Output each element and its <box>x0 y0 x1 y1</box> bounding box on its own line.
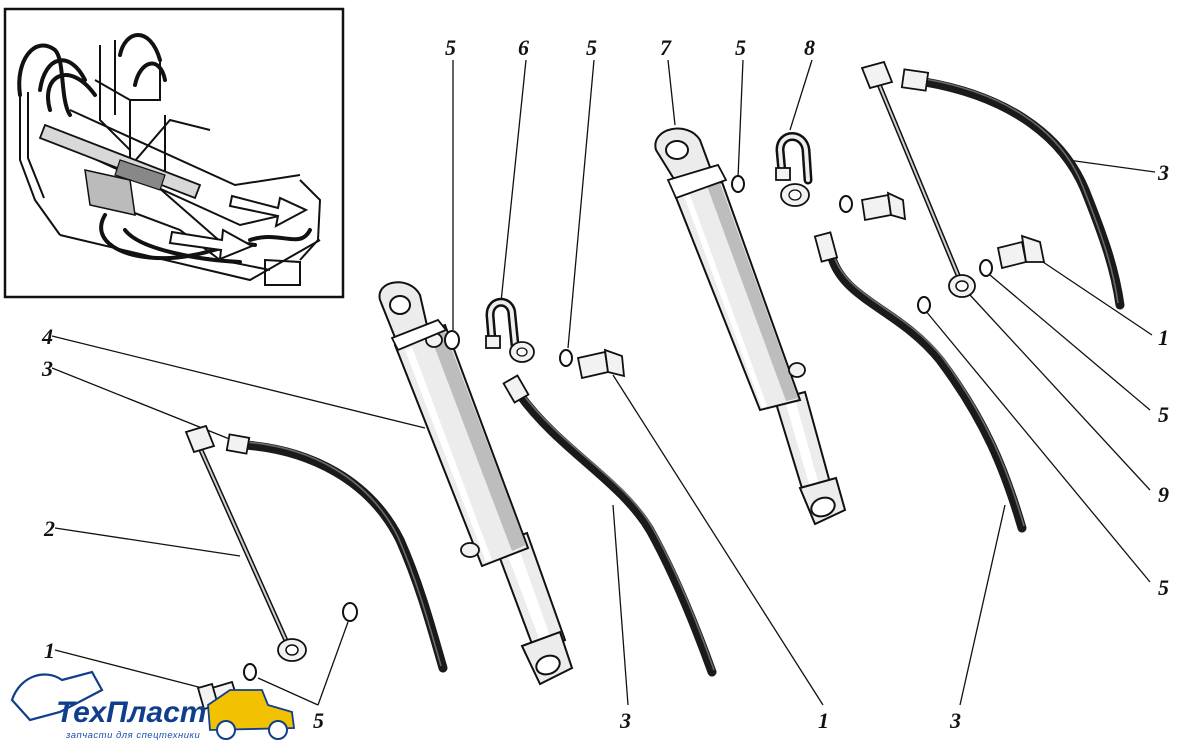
callout-4: 4 <box>41 324 53 349</box>
callout-7: 7 <box>660 35 672 60</box>
callout-labels: 5 6 5 7 5 8 3 1 5 9 5 3 1 3 4 3 2 1 5 <box>41 35 1169 733</box>
callout-3: 3 <box>41 356 53 381</box>
callout-5: 5 <box>586 35 597 60</box>
hydraulic-cylinder-left <box>378 281 574 686</box>
hydraulic-cylinder-right <box>654 127 847 526</box>
callout-5: 5 <box>1158 402 1169 427</box>
hose-middle <box>502 374 717 677</box>
callout-1: 1 <box>44 638 55 663</box>
banjo-shackle-8 <box>775 132 813 207</box>
inset-overview-sketch <box>3 7 345 299</box>
leader-lines <box>51 59 1156 706</box>
banjo-bolt-middle <box>576 348 626 380</box>
techplast-logo: ТехПласт запчасти для спецтехники <box>10 670 296 741</box>
callout-3: 3 <box>1157 160 1169 185</box>
callout-9: 9 <box>1158 482 1169 507</box>
banjo-shackle-6 <box>485 297 535 363</box>
pipe-right <box>860 60 976 298</box>
logo-tagline: запчасти для спецтехники <box>65 730 201 741</box>
hose-right-upper <box>900 68 1125 310</box>
banjo-bolt-right <box>996 234 1046 270</box>
callout-8: 8 <box>804 35 815 60</box>
logo-name: ТехПласт <box>56 696 206 729</box>
callout-1: 1 <box>1158 325 1169 350</box>
hose-left <box>225 433 448 673</box>
callout-1: 1 <box>818 708 829 733</box>
excavator-outline-icon <box>10 670 104 722</box>
pipe-left <box>184 424 307 662</box>
callout-3: 3 <box>619 708 631 733</box>
inset-arrow-lower <box>168 228 255 261</box>
banjo-bolt-upper <box>860 191 907 222</box>
inset-arrow-upper <box>228 194 309 228</box>
callout-3: 3 <box>949 708 961 733</box>
callout-2: 2 <box>43 516 55 541</box>
callout-5: 5 <box>735 35 746 60</box>
callout-5: 5 <box>1158 575 1169 600</box>
callout-5: 5 <box>313 708 324 733</box>
callout-5: 5 <box>445 35 456 60</box>
callout-6: 6 <box>518 35 529 60</box>
hose-right-lower <box>813 231 1027 533</box>
washers <box>243 175 993 681</box>
